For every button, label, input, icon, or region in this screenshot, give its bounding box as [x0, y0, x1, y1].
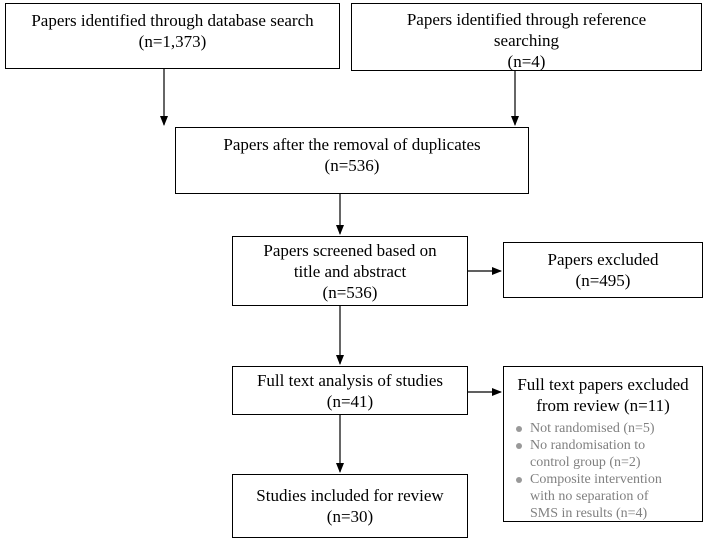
- box-count: (n=536): [322, 283, 378, 302]
- box-count: (n=495): [575, 271, 631, 290]
- box-count: (n=1,373): [138, 32, 207, 51]
- box-count: from review (n=11): [536, 396, 670, 415]
- reason-text: No randomisation to: [530, 438, 646, 453]
- reason-text: SMS in results (n=4): [530, 506, 648, 521]
- box-text: Papers after the removal of duplicates: [223, 135, 481, 154]
- box-screened: Papers screened based on title and abstr…: [232, 236, 468, 306]
- exclusion-reason: No randomisation to control group (n=2): [516, 437, 702, 471]
- box-reference-search: Papers identified through reference sear…: [351, 3, 702, 71]
- exclusion-reasons-list: Not randomised (n=5) No randomisation to…: [504, 420, 702, 522]
- box-text: Full text papers excluded: [517, 375, 689, 394]
- reason-text: Composite intervention: [530, 472, 662, 487]
- box-count: (n=41): [326, 391, 374, 411]
- box-database-search: Papers identified through database searc…: [5, 3, 340, 69]
- box-included: Studies included for review (n=30): [232, 474, 468, 538]
- box-full-text-analysis: Full text analysis of studies (n=41): [232, 366, 468, 415]
- box-count: (n=4): [507, 52, 546, 71]
- box-text: Papers identified through reference: [406, 10, 647, 29]
- box-text: Full text analysis of studies: [256, 370, 444, 390]
- box-text: Papers excluded: [547, 250, 659, 269]
- box-count: (n=536): [324, 156, 380, 175]
- box-count: (n=30): [326, 507, 374, 526]
- box-full-text-excluded: Full text papers excluded from review (n…: [503, 366, 703, 522]
- box-excluded: Papers excluded (n=495): [503, 242, 703, 298]
- exclusion-reason: Composite intervention with no separatio…: [516, 471, 702, 522]
- box-text: title and abstract: [293, 262, 407, 281]
- box-text: searching: [493, 31, 560, 50]
- box-text: Studies included for review: [256, 486, 444, 505]
- reason-text: with no separation of: [530, 489, 649, 504]
- box-text: Papers screened based on: [263, 241, 437, 260]
- reason-text: control group (n=2): [530, 455, 641, 470]
- box-after-duplicates: Papers after the removal of duplicates (…: [175, 127, 529, 194]
- reason-text: Not randomised (n=5): [530, 421, 655, 436]
- exclusion-reason: Not randomised (n=5): [516, 420, 702, 437]
- box-text: Papers identified through database searc…: [31, 11, 314, 30]
